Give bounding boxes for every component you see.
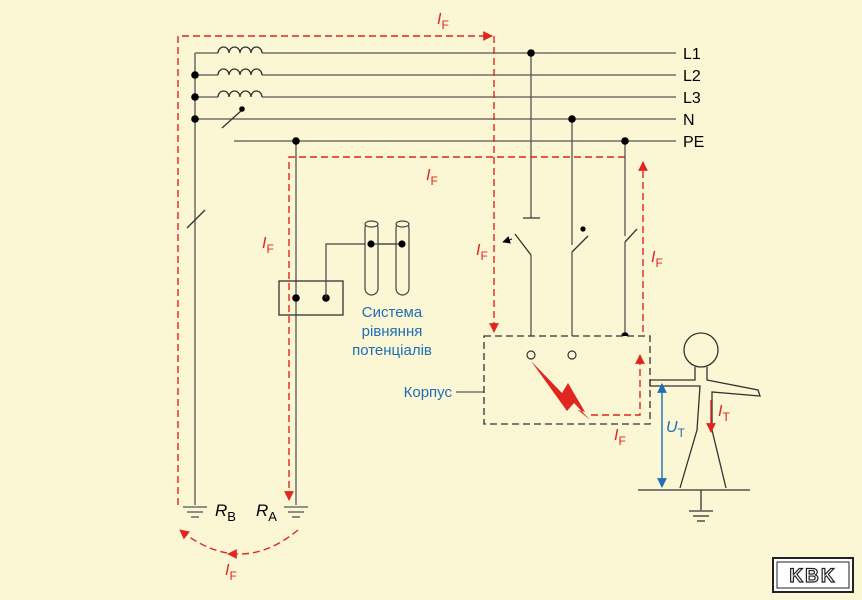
label-if-earth: IF — [225, 562, 237, 583]
terminal-l1 — [526, 350, 536, 360]
line-labels: L1 L2 L3 N PE — [683, 46, 704, 151]
label-if-load: IF — [476, 242, 488, 263]
label-pe: PE — [683, 134, 704, 151]
breaker-pe-blade — [624, 228, 638, 243]
fault-current-path — [177, 31, 648, 559]
earth-rb-icon — [183, 506, 207, 518]
equipotential-label: Система рівняння потенціалів — [352, 304, 432, 359]
transformer-coils — [217, 46, 263, 98]
terminal-n — [567, 350, 577, 360]
fault-lightning-icon — [531, 361, 590, 420]
label-rb: RB — [215, 501, 236, 524]
earth-ra-icon — [284, 506, 308, 518]
breaker-trip-arrow-icon — [502, 236, 513, 244]
bonding-terminal-box — [278, 280, 344, 316]
fault-path-pe-return — [284, 156, 625, 501]
equipotential-label-line-1: Система — [362, 304, 423, 321]
enclosure-label: Корпус — [404, 384, 453, 401]
junction-n — [191, 115, 199, 123]
junction-pe-earth — [292, 137, 300, 145]
fault-path-top — [177, 31, 493, 505]
neutral-switch-pivot — [239, 106, 245, 112]
source-earth-break — [186, 209, 206, 229]
kbk-logo: KBK — [772, 557, 854, 593]
junction-branch-n — [568, 115, 576, 123]
fault-path-enclosure — [591, 354, 645, 416]
breaker-n-blade — [571, 235, 589, 253]
resistance-labels: RB RA — [215, 501, 277, 524]
fault-path-earth — [179, 529, 299, 555]
logo-text: KBK — [789, 566, 836, 587]
label-l2: L2 — [683, 68, 701, 85]
pipe-2-bond — [398, 240, 406, 248]
label-n: N — [683, 112, 695, 129]
pipe-1-bond — [367, 240, 375, 248]
coil-l3 — [217, 90, 263, 98]
label-l1: L1 — [683, 46, 701, 63]
circuit-breaker — [502, 217, 638, 256]
label-ra: RA — [256, 501, 277, 524]
equipotential-label-line-2: рівняння — [362, 323, 423, 340]
label-ut: UT — [666, 419, 686, 440]
label-if-pe: IF — [426, 167, 438, 188]
coil-l1 — [217, 46, 263, 54]
fault-current-labels: IF IF IF IF IF IF IF IT — [225, 11, 730, 583]
label-l3: L3 — [683, 90, 701, 107]
label-if-enclosure: IF — [614, 427, 626, 448]
breaker-l1-blade — [514, 233, 532, 256]
source-junctions — [191, 71, 199, 123]
equipotential-label-line-3: потенціалів — [352, 342, 432, 359]
coil-l2 — [217, 68, 263, 76]
label-it: IT — [718, 403, 730, 424]
pipe-1 — [364, 221, 379, 296]
label-if-top: IF — [437, 11, 449, 32]
junction-l2 — [191, 71, 199, 79]
neutral-switch — [221, 109, 243, 129]
bonding-terminal-1 — [292, 294, 300, 302]
equipotential-pipes — [364, 220, 410, 296]
breaker-n-pivot — [580, 226, 586, 232]
label-if-pe-up: IF — [651, 249, 663, 270]
junction-branch-l1 — [527, 49, 535, 57]
earth-person-icon — [689, 510, 713, 522]
consumer-junctions — [527, 49, 629, 340]
junction-l3 — [191, 93, 199, 101]
supply-lines — [195, 52, 676, 142]
person-head — [683, 332, 719, 368]
junction-branch-pe — [621, 137, 629, 145]
consumer-conductors — [530, 53, 626, 352]
person-figure — [649, 332, 761, 489]
label-if-ra: IF — [262, 235, 274, 256]
pipe-2 — [395, 221, 410, 296]
